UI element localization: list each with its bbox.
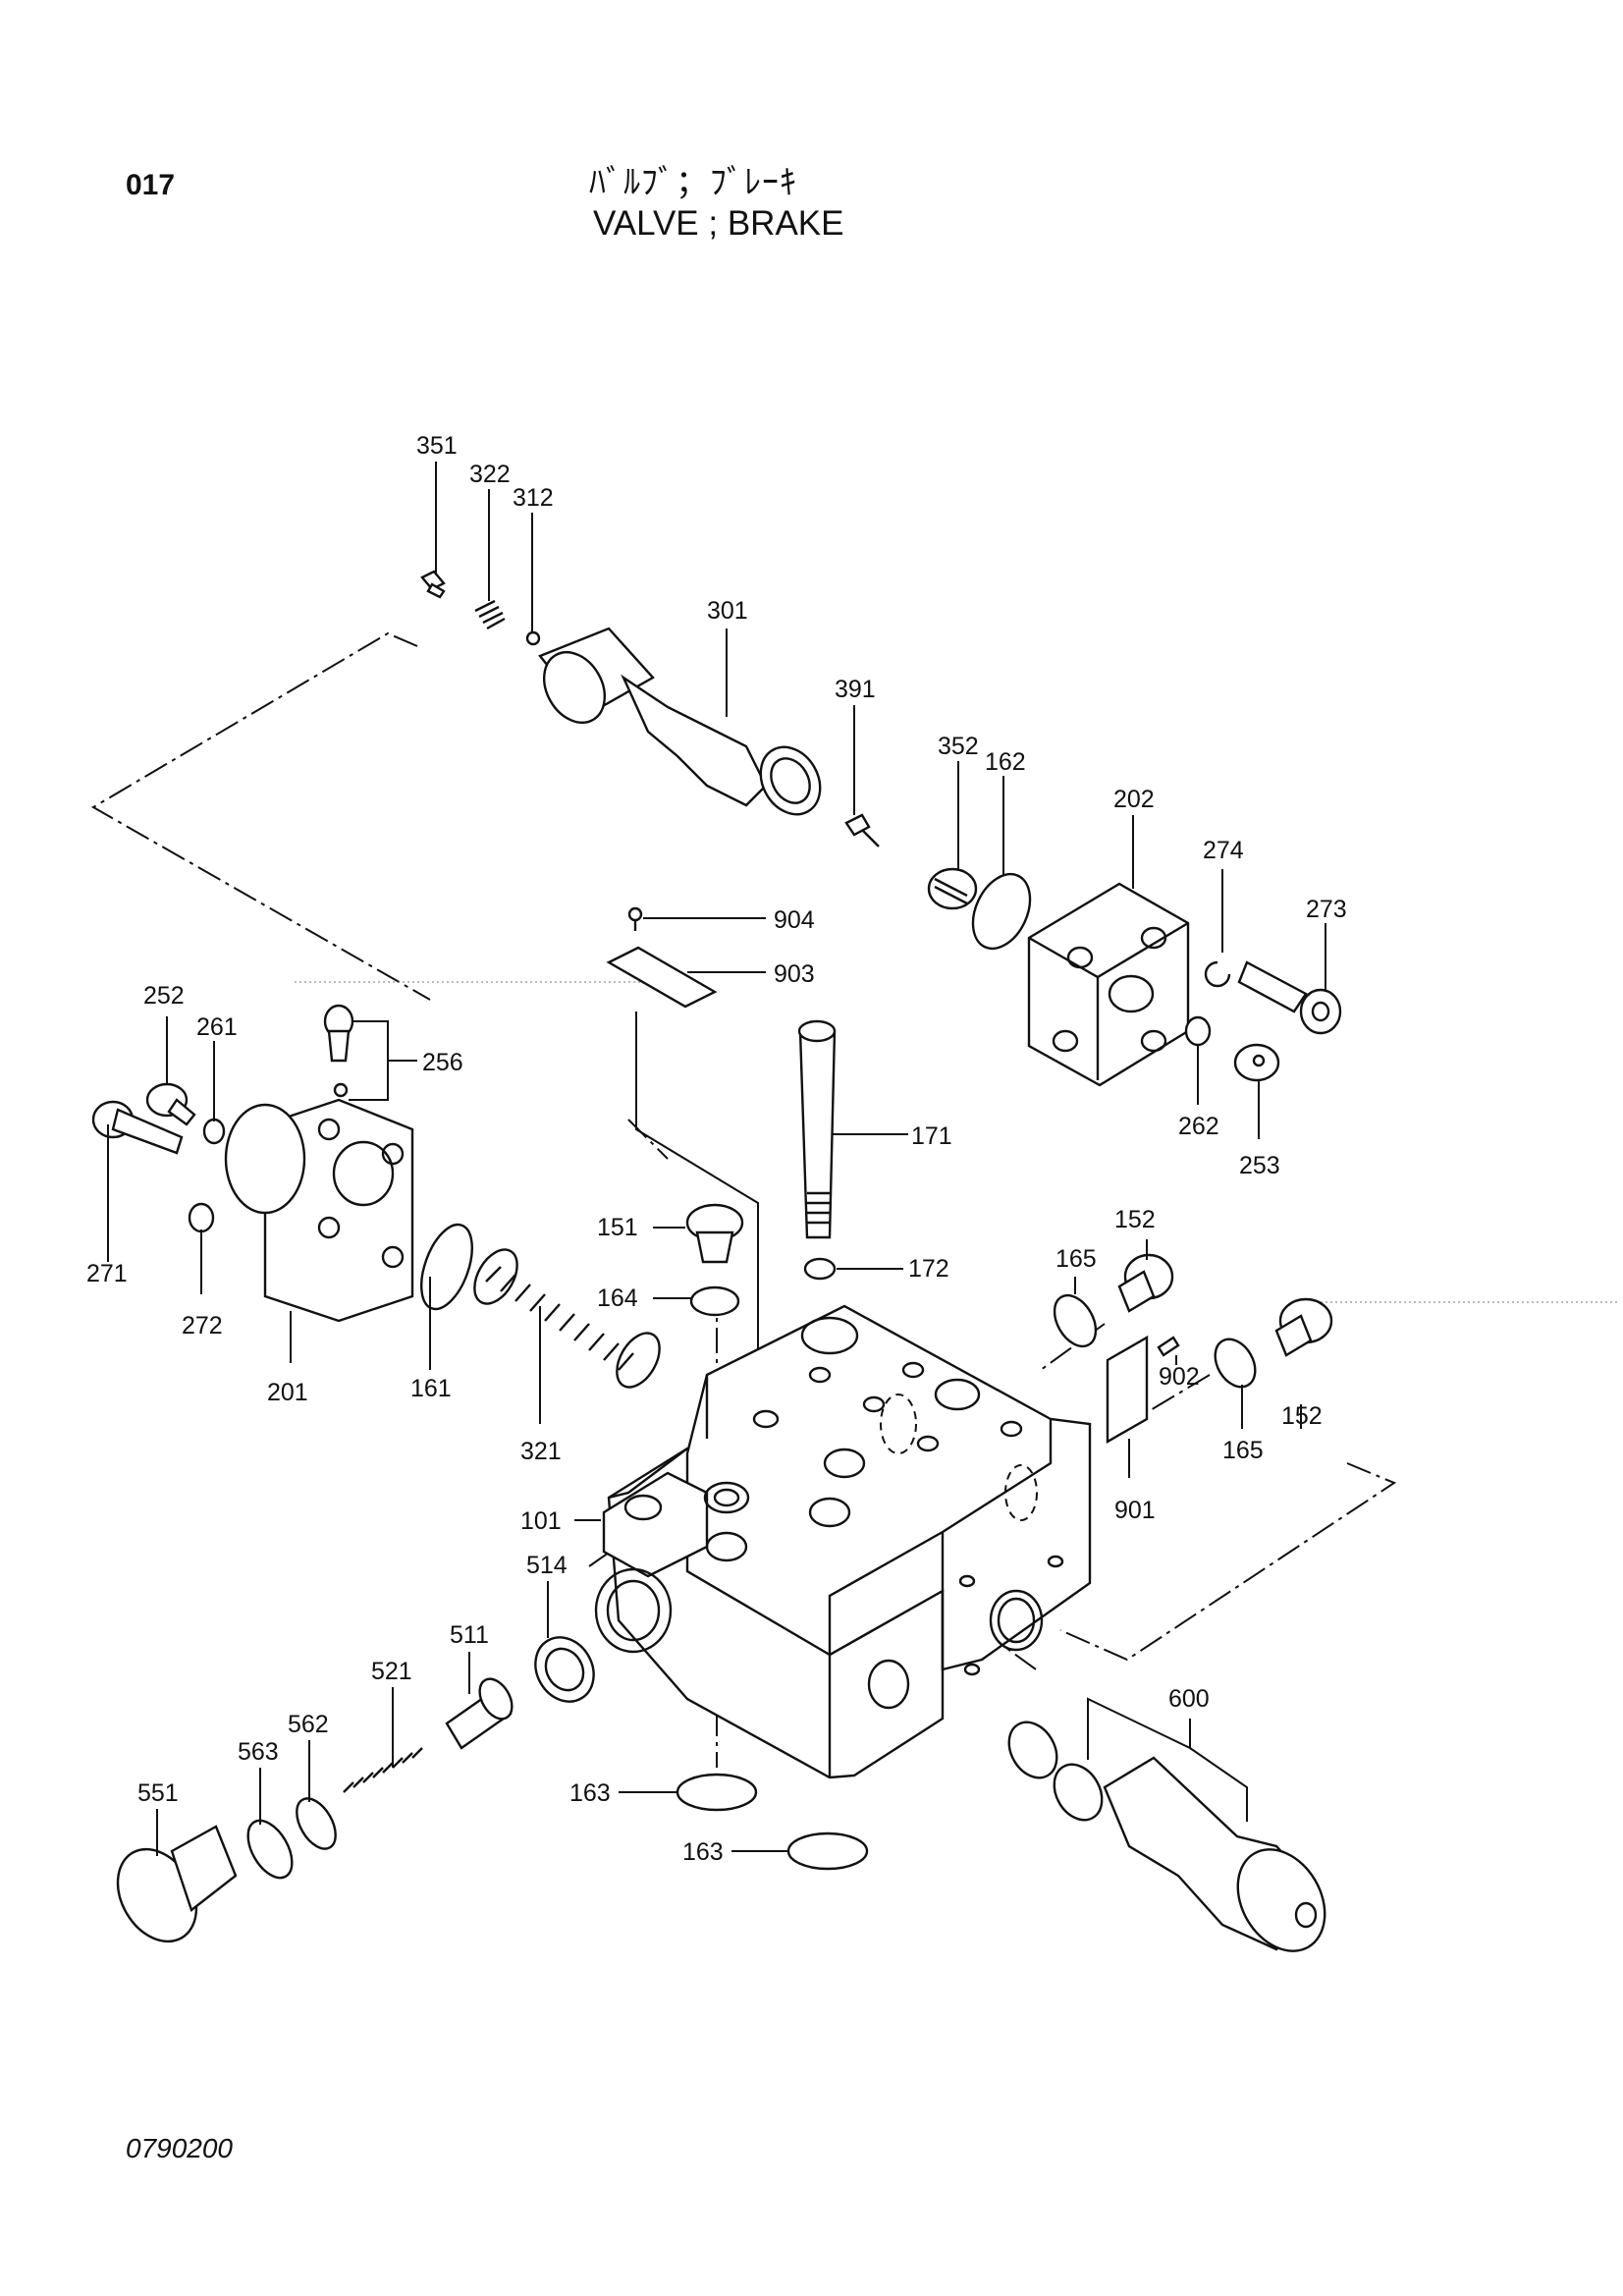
label-274: 274 <box>1203 837 1244 864</box>
part-301-spool <box>538 627 822 816</box>
label-202: 202 <box>1113 786 1155 813</box>
leader-lines <box>107 462 1326 1856</box>
part-261-oring <box>202 1118 226 1145</box>
label-903: 903 <box>774 960 815 988</box>
label-161: 161 <box>410 1375 452 1402</box>
label-163-b: 163 <box>682 1838 724 1866</box>
part-152-plug-right <box>1274 1297 1333 1357</box>
part-902-screw <box>1157 1336 1180 1357</box>
label-164: 164 <box>597 1285 638 1312</box>
part-labels: 351 322 312 301 391 352 162 202 274 273 … <box>86 432 1347 1866</box>
label-514: 514 <box>526 1552 568 1579</box>
part-152-plug <box>1117 1253 1174 1313</box>
part-274-snap-ring <box>1204 960 1231 988</box>
label-600: 600 <box>1168 1685 1210 1713</box>
part-391-screw <box>844 813 880 847</box>
part-202-cover <box>1027 882 1190 1087</box>
part-904-screw <box>627 906 643 931</box>
label-165-right: 165 <box>1222 1437 1264 1464</box>
label-151: 151 <box>597 1214 638 1241</box>
part-161-oring <box>420 1223 473 1311</box>
part-562-oring <box>296 1797 337 1850</box>
label-321: 321 <box>520 1438 562 1465</box>
part-271-bolt <box>91 1100 184 1155</box>
label-563: 563 <box>238 1738 279 1766</box>
part-514-sleeve <box>534 1636 595 1703</box>
label-253: 253 <box>1239 1152 1280 1179</box>
part-903-plate <box>606 946 718 1009</box>
label-152: 152 <box>1114 1206 1156 1233</box>
label-162: 162 <box>985 748 1026 776</box>
part-162-oring <box>971 872 1032 951</box>
label-521: 521 <box>371 1658 412 1685</box>
part-521-spring <box>343 1747 423 1793</box>
label-322: 322 <box>469 461 511 488</box>
part-272-washer <box>188 1202 215 1233</box>
part-322-spring <box>474 599 506 630</box>
part-171-bolt <box>797 1019 837 1239</box>
part-312-ball <box>525 630 541 646</box>
valve-body-101 <box>594 1304 1092 1779</box>
part-600-relief-valve <box>1103 1756 1326 1952</box>
label-351: 351 <box>416 432 458 460</box>
part-165-oring-right <box>1214 1338 1257 1389</box>
label-273: 273 <box>1306 896 1347 923</box>
label-163-a: 163 <box>569 1779 611 1807</box>
label-101: 101 <box>520 1507 562 1535</box>
part-151-plug <box>685 1203 744 1264</box>
label-262: 262 <box>1178 1113 1219 1140</box>
label-551: 551 <box>137 1779 179 1807</box>
part-256-breather <box>323 1004 354 1098</box>
label-511: 511 <box>450 1621 489 1649</box>
label-272: 272 <box>182 1312 223 1339</box>
label-562: 562 <box>288 1711 329 1738</box>
part-273-bolt <box>1237 960 1342 1035</box>
part-164-oring <box>689 1285 740 1317</box>
label-165: 165 <box>1055 1245 1097 1273</box>
label-252: 252 <box>143 982 185 1010</box>
label-904: 904 <box>774 906 815 934</box>
label-902: 902 <box>1159 1363 1200 1391</box>
label-261: 261 <box>196 1013 238 1041</box>
part-600-oring-b <box>1053 1763 1104 1822</box>
drawing-code: 0790200 <box>126 2133 234 2163</box>
title-english: VALVE ; BRAKE <box>593 204 844 243</box>
label-171: 171 <box>911 1122 952 1150</box>
label-201: 201 <box>267 1379 308 1406</box>
part-351-screw <box>420 570 446 599</box>
part-901-plate <box>1106 1335 1149 1445</box>
part-600-oring-a <box>1007 1721 1058 1779</box>
part-321-spring <box>473 1248 661 1389</box>
label-271: 271 <box>86 1260 128 1287</box>
part-172-washer <box>803 1257 837 1281</box>
label-391: 391 <box>835 676 876 703</box>
label-152-right: 152 <box>1281 1402 1323 1430</box>
part-352-plug <box>927 867 978 910</box>
part-511-piston <box>445 1677 514 1750</box>
label-312: 312 <box>513 484 554 512</box>
part-163-oring-b <box>786 1831 869 1871</box>
label-172: 172 <box>908 1255 949 1283</box>
page-number: 017 <box>126 169 176 201</box>
part-563-oring <box>246 1819 294 1880</box>
label-352: 352 <box>938 733 979 760</box>
part-201-cover <box>224 1098 414 1323</box>
label-301: 301 <box>707 597 748 625</box>
part-163-oring-a <box>676 1773 758 1812</box>
label-901: 901 <box>1114 1497 1156 1524</box>
title-japanese: ﾊﾞﾙﾌﾞ；ﾌﾞﾚｰｷ <box>589 164 797 201</box>
label-256: 256 <box>422 1049 463 1076</box>
part-165-oring <box>1053 1293 1098 1348</box>
part-252-plug <box>145 1082 196 1126</box>
part-262-oring <box>1184 1015 1212 1047</box>
part-253-plug <box>1233 1043 1280 1082</box>
part-551-plug <box>116 1825 238 1943</box>
